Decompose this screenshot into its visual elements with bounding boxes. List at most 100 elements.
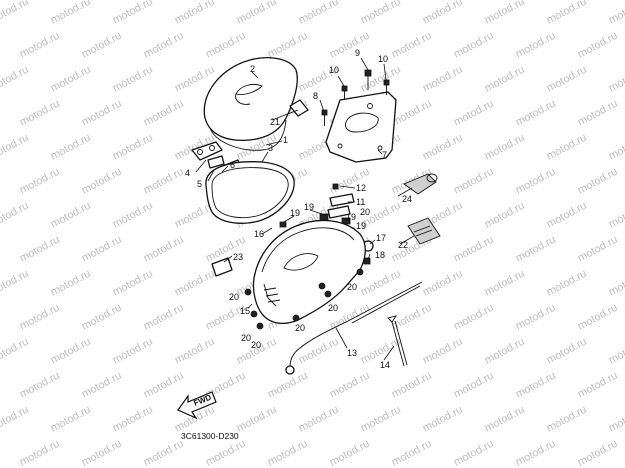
watermark-text: motod.ru: [514, 234, 558, 265]
watermark-text: motod.ru: [328, 370, 372, 401]
watermark-text: motod.ru: [0, 336, 31, 367]
watermark-text: motod.ru: [607, 336, 625, 367]
watermark-text: motod.ru: [359, 0, 403, 27]
watermark-text: motod.ru: [607, 200, 625, 231]
watermark-text: motod.ru: [576, 302, 620, 333]
callout-8: 8: [313, 91, 318, 101]
watermark-text: motod.ru: [18, 98, 62, 129]
callout-20c: 20: [241, 333, 251, 343]
watermark-text: motod.ru: [111, 404, 155, 435]
callout-3: 3: [268, 143, 273, 153]
watermark-text: motod.ru: [173, 268, 217, 299]
drawing-code: 3C61300-D230: [181, 431, 239, 441]
watermark-text: motod.ru: [0, 404, 31, 435]
bracket-part: [325, 91, 397, 163]
callout-20a: 20: [360, 207, 370, 217]
callout-17: 17: [376, 233, 386, 243]
watermark-text: motod.ru: [328, 30, 372, 61]
watermark-text: motod.ru: [452, 302, 496, 333]
watermark-text: motod.ru: [111, 132, 155, 163]
watermark-text: motod.ru: [0, 0, 31, 27]
watermark-text: motod.ru: [483, 64, 527, 95]
watermark-text: motod.ru: [483, 200, 527, 231]
watermark-text: motod.ru: [390, 370, 434, 401]
watermark-text: motod.ru: [80, 438, 124, 468]
watermark-text: motod.ru: [0, 200, 31, 231]
watermark-text: motod.ru: [390, 438, 434, 468]
watermark-text: motod.ru: [49, 132, 93, 163]
watermark-text: motod.ru: [390, 302, 434, 333]
watermark-text: motod.ru: [545, 336, 589, 367]
callout-12: 12: [356, 183, 366, 193]
watermark-text: motod.ru: [452, 234, 496, 265]
watermark-text: motod.ru: [142, 30, 186, 61]
label-part: [211, 257, 233, 277]
watermark-text: motod.ru: [328, 438, 372, 468]
callout-20b: 20: [229, 292, 239, 302]
watermark-text: motod.ru: [18, 166, 62, 197]
callout-20d: 20: [251, 340, 261, 350]
watermark-text: motod.ru: [142, 98, 186, 129]
watermark-text: motod.ru: [80, 30, 124, 61]
watermark-text: motod.ru: [421, 132, 465, 163]
watermark-text: motod.ru: [421, 64, 465, 95]
watermark-text: motod.ru: [142, 166, 186, 197]
callout-4: 4: [185, 168, 190, 178]
callout-14: 14: [380, 360, 390, 370]
watermark-text: motod.ru: [576, 370, 620, 401]
watermark-text: motod.ru: [80, 98, 124, 129]
watermark-text: motod.ru: [545, 64, 589, 95]
watermark-text: motod.ru: [483, 132, 527, 163]
cable-part: [285, 281, 423, 375]
watermark-text: motod.ru: [576, 438, 620, 468]
watermark-text: motod.ru: [111, 336, 155, 367]
watermark-text: motod.ru: [483, 268, 527, 299]
watermark-text: motod.ru: [421, 0, 465, 27]
watermark-text: motod.ru: [0, 64, 31, 95]
watermark-text: motod.ru: [49, 268, 93, 299]
leader-lines: [195, 57, 415, 361]
rod-part: [387, 315, 408, 367]
watermark-text: motod.ru: [0, 132, 31, 163]
watermark-text: motod.ru: [390, 30, 434, 61]
watermark-text: motod.ru: [0, 268, 31, 299]
watermark-text: motod.ru: [111, 200, 155, 231]
callout-1: 1: [283, 135, 288, 145]
watermark-text: motod.ru: [545, 200, 589, 231]
watermark-text: motod.ru: [235, 0, 279, 27]
watermark-text: motod.ru: [80, 302, 124, 333]
callout-18: 18: [375, 250, 385, 260]
watermark-text: motod.ru: [452, 370, 496, 401]
watermark-text: motod.ru: [421, 404, 465, 435]
watermark-text: motod.ru: [142, 234, 186, 265]
watermark-text: motod.ru: [49, 64, 93, 95]
watermark-text: motod.ru: [607, 0, 625, 27]
watermark-text: motod.ru: [514, 98, 558, 129]
card-part: [407, 217, 441, 245]
callout-16: 16: [254, 229, 264, 239]
watermark-text: motod.ru: [421, 268, 465, 299]
watermark-text: motod.ru: [607, 132, 625, 163]
callout-15: 15: [240, 306, 250, 316]
watermark-text: motod.ru: [545, 268, 589, 299]
latch-part: [327, 183, 355, 219]
storage-box-part: [252, 219, 366, 325]
callout-24: 24: [402, 194, 412, 204]
watermark-text: motod.ru: [111, 268, 155, 299]
watermark-text: motod.ru: [18, 302, 62, 333]
watermark-text: motod.ru: [545, 132, 589, 163]
watermark-text: motod.ru: [576, 30, 620, 61]
watermark-text: motod.ru: [483, 336, 527, 367]
watermark-text: motod.ru: [111, 64, 155, 95]
watermark-text: motod.ru: [545, 0, 589, 27]
sleeve-part: [403, 173, 438, 195]
watermark-text: motod.ru: [514, 166, 558, 197]
watermark-text: motod.ru: [452, 438, 496, 468]
watermark-text: motod.ru: [576, 98, 620, 129]
watermark-text: motod.ru: [359, 64, 403, 95]
callout-2: 2: [250, 64, 255, 74]
watermark-text: motod.ru: [297, 404, 341, 435]
watermark-text: motod.ru: [576, 166, 620, 197]
watermark-text: motod.ru: [204, 438, 248, 468]
